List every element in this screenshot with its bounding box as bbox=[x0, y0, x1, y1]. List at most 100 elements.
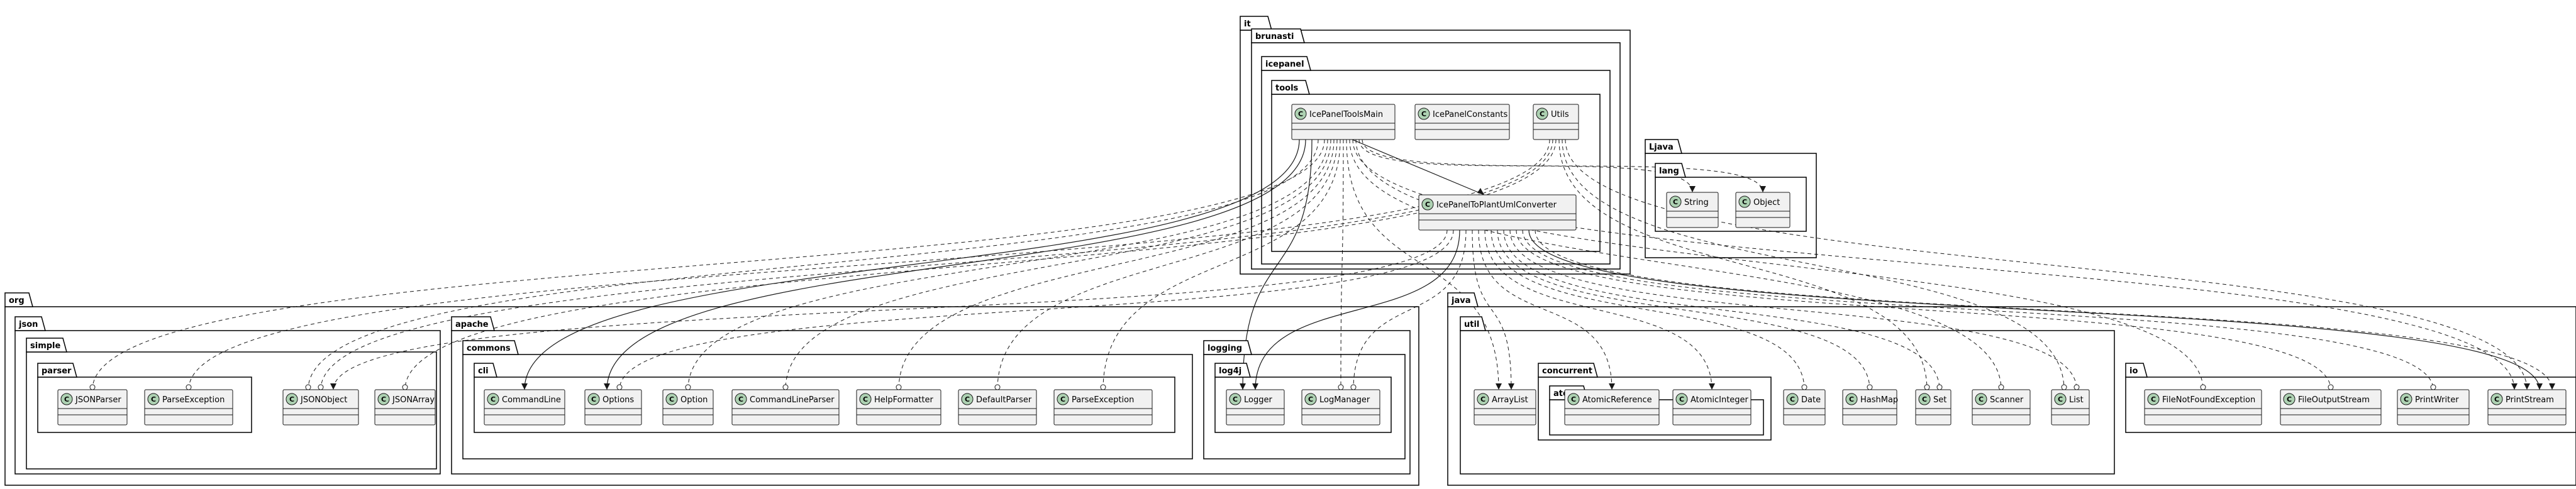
class-stereotype-letter: C bbox=[1421, 110, 1426, 118]
class-icon: C bbox=[1229, 393, 1241, 405]
class-jsonarray[interactable]: C JSONArray bbox=[374, 389, 436, 426]
class-icon: C bbox=[377, 393, 390, 405]
class-icepanelconstants[interactable]: C IcePanelConstants bbox=[1414, 104, 1510, 140]
aggregation-circle bbox=[685, 384, 691, 390]
class-name: CommandLineParser bbox=[750, 395, 835, 405]
class-name: JSONArray bbox=[392, 395, 435, 405]
arrowhead bbox=[330, 383, 336, 390]
class-name: Utils bbox=[1551, 110, 1569, 119]
class-icon: C bbox=[1845, 393, 1858, 405]
arrowhead bbox=[1496, 383, 1502, 390]
class-icon: C bbox=[286, 393, 298, 405]
class-logmanager[interactable]: C LogManager bbox=[1301, 389, 1380, 426]
aggregation-circle bbox=[1338, 384, 1344, 390]
aggregation-circle bbox=[1350, 384, 1357, 390]
relationship-edges bbox=[89, 139, 2555, 390]
class-name: String bbox=[1684, 198, 1709, 207]
class-icon: C bbox=[1738, 195, 1751, 208]
package-label-concurrent: concurrent bbox=[1542, 366, 1592, 376]
relation-edge bbox=[1497, 229, 1873, 390]
relation-edge bbox=[1472, 229, 1514, 390]
relation-edge bbox=[685, 139, 1328, 390]
package-tools: tools bbox=[1271, 80, 1601, 252]
class-stereotype-letter: C bbox=[1790, 395, 1795, 404]
arrowhead bbox=[2536, 383, 2543, 390]
arrowhead bbox=[1252, 383, 1258, 390]
package-label-tools: tools bbox=[1275, 84, 1299, 93]
package-label-icepanel: icepanel bbox=[1265, 60, 1304, 69]
package-label-apache: apache bbox=[455, 320, 489, 329]
class-string[interactable]: C String bbox=[1666, 192, 1719, 228]
package-label-brunasti: brunasti bbox=[1255, 32, 1294, 41]
association-edge bbox=[1352, 139, 1485, 195]
aggregation-circle bbox=[305, 384, 311, 390]
class-icon: C bbox=[961, 393, 974, 405]
arrowhead bbox=[1709, 383, 1715, 390]
class-name: Object bbox=[1753, 198, 1780, 207]
class-stereotype-letter: C bbox=[1060, 395, 1065, 404]
package-brunasti: brunasti bbox=[1251, 28, 1621, 270]
class-name: Options bbox=[602, 395, 634, 405]
class-stereotype-letter: C bbox=[1233, 395, 1238, 404]
package-concurrent: concurrent bbox=[1538, 363, 1772, 441]
relation-edge bbox=[1358, 139, 1696, 193]
class-name: ParseException bbox=[162, 395, 225, 405]
relation-edge bbox=[1565, 139, 2530, 390]
relation-edge bbox=[896, 139, 1335, 390]
package-label-cli: cli bbox=[478, 366, 489, 376]
class-icon: C bbox=[1675, 393, 1688, 405]
class-icon: C bbox=[859, 393, 872, 405]
class-icon: C bbox=[147, 393, 160, 405]
aggregation-circle bbox=[1801, 384, 1807, 390]
aggregation-circle bbox=[2074, 384, 2080, 390]
class-stereotype-letter: C bbox=[669, 395, 674, 404]
class-stereotype-letter: C bbox=[1308, 395, 1313, 404]
class-name: LogManager bbox=[1319, 395, 1370, 405]
aggregation-circle bbox=[994, 384, 1001, 390]
arrowhead bbox=[1689, 186, 1696, 192]
class-stereotype-letter: C bbox=[1673, 198, 1678, 206]
arrowhead bbox=[1760, 186, 1766, 192]
package-label-logging: logging bbox=[1208, 344, 1242, 353]
class-icon: C bbox=[1786, 393, 1799, 405]
class-stereotype-letter: C bbox=[965, 395, 970, 404]
class-name: IcePanelConstants bbox=[1433, 110, 1507, 119]
class-name: FileNotFoundException bbox=[2162, 395, 2255, 405]
class-stereotype-letter: C bbox=[863, 395, 868, 404]
class-icon: C bbox=[2490, 393, 2503, 405]
class-name: JSONObject bbox=[300, 395, 347, 405]
class-stereotype-letter: C bbox=[381, 395, 386, 404]
class-stereotype-letter: C bbox=[1922, 395, 1927, 404]
aggregation-circle bbox=[1924, 384, 1930, 390]
relation-edge bbox=[1338, 139, 1344, 390]
class-icon: C bbox=[587, 393, 600, 405]
